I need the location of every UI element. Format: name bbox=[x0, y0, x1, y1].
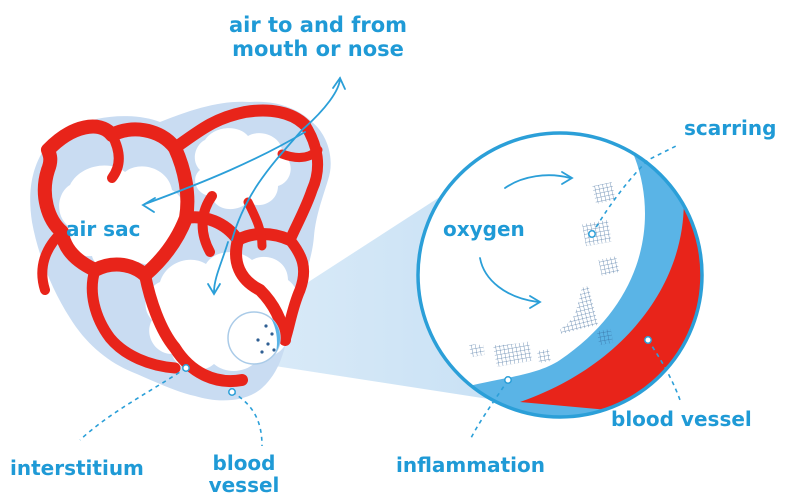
leader-interstitium bbox=[80, 368, 186, 440]
scar-patch bbox=[537, 349, 551, 363]
label-blood: blood bbox=[205, 452, 283, 474]
label-inflammation: inflammation bbox=[396, 454, 545, 476]
label-oxygen: oxygen bbox=[443, 218, 525, 240]
leader-blood-vessel-left bbox=[232, 392, 262, 446]
scar-patch bbox=[469, 343, 485, 357]
label-blood-vessel-right: blood vessel bbox=[611, 408, 752, 430]
scar-patch bbox=[582, 220, 611, 246]
label-air-line1: air to and from bbox=[218, 14, 418, 38]
label-air-line2: mouth or nose bbox=[218, 38, 418, 62]
label-vessel: vessel bbox=[205, 474, 283, 496]
label-air-sac: air sac bbox=[66, 218, 140, 240]
scar-patch bbox=[597, 329, 613, 345]
label-blood-vessel-left: blood vessel bbox=[205, 452, 283, 497]
label-air-to-and-from: air to and from mouth or nose bbox=[218, 14, 418, 61]
label-scarring: scarring bbox=[684, 117, 776, 139]
label-interstitium: interstitium bbox=[10, 457, 144, 479]
